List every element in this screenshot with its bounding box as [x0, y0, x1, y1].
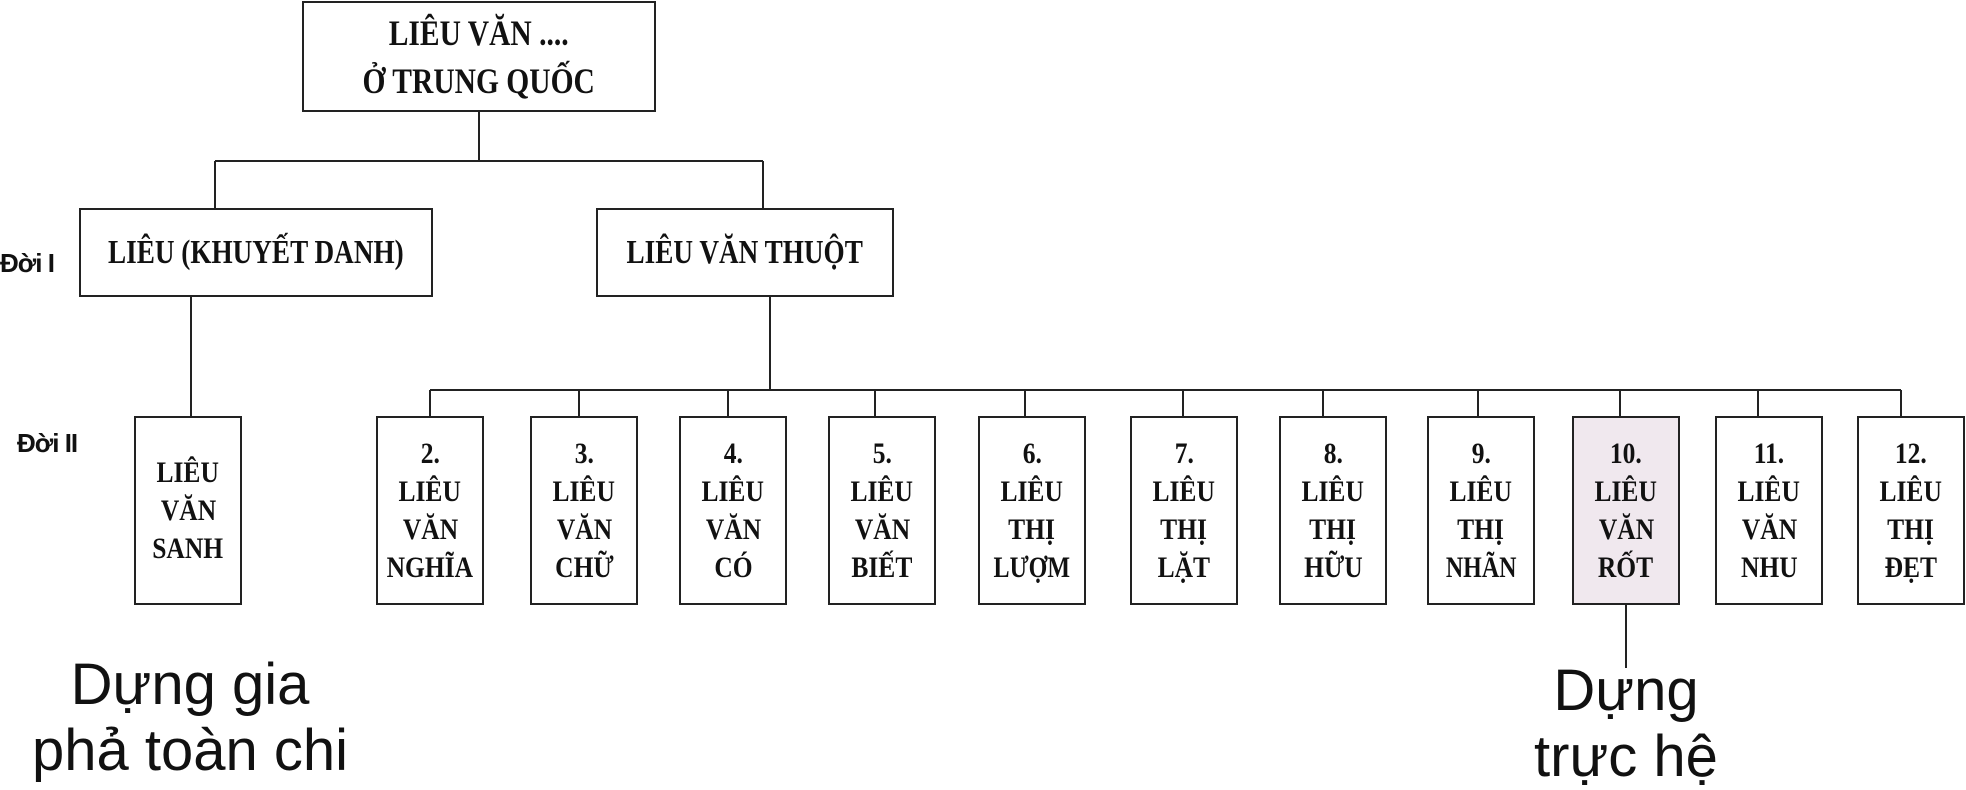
child-line: 2. — [420, 436, 440, 470]
gen1-label: LIÊU VĂN THUỘT — [626, 233, 864, 271]
child-line: LIÊU — [1737, 474, 1801, 508]
gen2-box-6: 6. LIÊU THỊ LƯỢM — [978, 416, 1086, 605]
gen2-box-7: 7. LIÊU THỊ LẶT — [1130, 416, 1238, 605]
root-line-2: Ở TRUNG QUỐC — [362, 60, 596, 101]
gen2-box-10-highlighted: 10. LIÊU VĂN RỐT — [1572, 416, 1680, 605]
child-line: LIÊU — [850, 474, 914, 508]
note-right-line-2: trực hệ — [1534, 724, 1718, 789]
gen1-box-van-thuot: LIÊU VĂN THUỘT — [596, 208, 894, 297]
generation-label-2: Đời II — [17, 428, 78, 458]
child-line: LIÊU — [1594, 474, 1658, 508]
child-line: LIÊU — [1879, 474, 1943, 508]
child-line: LIÊU — [1152, 474, 1216, 508]
child-line: 12. — [1895, 436, 1927, 470]
child-line: RỐT — [1598, 550, 1654, 584]
child-line: VĂN — [402, 512, 458, 546]
gen2-box-12: 12. LIÊU THỊ ĐẸT — [1857, 416, 1965, 605]
gen2-box-3: 3. LIÊU VĂN CHỮ — [530, 416, 638, 605]
gen2-box-5: 5. LIÊU VĂN BIẾT — [828, 416, 936, 605]
child-line: 9. — [1471, 436, 1491, 470]
child-line: CHỮ — [554, 550, 614, 584]
gen2-box-11: 11. LIÊU VĂN NHU — [1715, 416, 1823, 605]
child-line: 4. — [723, 436, 743, 470]
child-line: 10. — [1610, 436, 1642, 470]
child-line: SANH — [152, 531, 224, 565]
child-line: 5. — [872, 436, 892, 470]
child-line: BIẾT — [851, 550, 913, 584]
child-line: 11. — [1753, 436, 1785, 470]
gen1-label: LIÊU (KHUYẾT DANH) — [108, 233, 404, 271]
child-line: THỊ — [1887, 512, 1935, 546]
child-line: THỊ — [1160, 512, 1208, 546]
child-line: 3. — [574, 436, 594, 470]
child-line: LIÊU — [398, 474, 462, 508]
child-line: 7. — [1174, 436, 1194, 470]
gen2-box-2: 2. LIÊU VĂN NGHĨA — [376, 416, 484, 605]
generation-label-1: Đời I — [0, 248, 55, 278]
child-line: NGHĨA — [386, 550, 474, 584]
gen1-box-khuyet-danh: LIÊU (KHUYẾT DANH) — [79, 208, 433, 297]
child-line: LIÊU — [1301, 474, 1365, 508]
child-line: THỊ — [1008, 512, 1056, 546]
child-line: VĂN — [1598, 512, 1654, 546]
child-line: NHÃN — [1445, 550, 1517, 584]
note-left: Dựng gia phả toàn chi — [0, 652, 380, 784]
child-line: LIÊU — [1449, 474, 1513, 508]
gen2-box-8: 8. LIÊU THỊ HỮU — [1279, 416, 1387, 605]
gen2-box-4: 4. LIÊU VĂN CÓ — [679, 416, 787, 605]
child-line: VĂN — [160, 493, 216, 527]
root-line-1: LIÊU VĂN .... — [389, 12, 569, 53]
child-line: VĂN — [854, 512, 910, 546]
gen2-box-9: 9. LIÊU THỊ NHÃN — [1427, 416, 1535, 605]
child-line: THỊ — [1457, 512, 1505, 546]
child-line: 8. — [1323, 436, 1343, 470]
note-right-line-1: Dựng — [1553, 658, 1699, 723]
note-right: Dựng trực hệ — [1476, 658, 1776, 790]
child-line: LƯỢM — [993, 550, 1071, 584]
child-line: VĂN — [556, 512, 612, 546]
child-line: LIÊU — [552, 474, 616, 508]
child-line: HỮU — [1303, 550, 1363, 584]
note-left-line-1: Dựng gia — [70, 652, 310, 717]
note-left-line-2: phả toàn chi — [31, 718, 349, 783]
child-line: 6. — [1022, 436, 1042, 470]
child-line: VĂN — [1741, 512, 1797, 546]
gen2-box-van-sanh: LIÊU VĂN SANH — [134, 416, 242, 605]
child-line: LIÊU — [701, 474, 765, 508]
child-line: LIÊU — [1000, 474, 1064, 508]
child-line: NHU — [1740, 550, 1798, 584]
child-line: VĂN — [705, 512, 761, 546]
child-line: ĐẸT — [1884, 550, 1938, 584]
child-line: LẶT — [1157, 550, 1211, 584]
child-line: THỊ — [1309, 512, 1357, 546]
root-ancestor-box: LIÊU VĂN .... Ở TRUNG QUỐC — [302, 1, 656, 112]
child-line: LIÊU — [156, 455, 220, 489]
child-line: CÓ — [713, 550, 753, 584]
